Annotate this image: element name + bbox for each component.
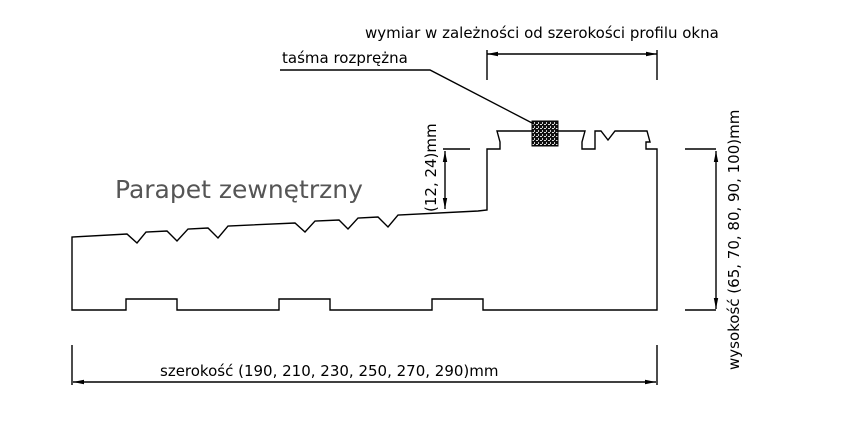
sill-profile-outline xyxy=(71,130,658,311)
height-label: wysokość (65, 70, 80, 90, 100)mm xyxy=(725,110,743,370)
tape-leader-line xyxy=(280,69,535,125)
width-label: szerokość (190, 210, 230, 250, 270, 290)… xyxy=(160,362,498,380)
expansion-tape xyxy=(531,120,559,147)
step-height-label: (12, 24)mm xyxy=(422,123,440,212)
height-extension-lines xyxy=(685,148,716,311)
diagram-title: Parapet zewnętrzny xyxy=(115,175,363,204)
width-extension-lines xyxy=(71,345,658,385)
tape-label: taśma rozprężna xyxy=(282,49,408,67)
top-dimension-label: wymiar w zależności od szerokości profil… xyxy=(365,24,719,42)
